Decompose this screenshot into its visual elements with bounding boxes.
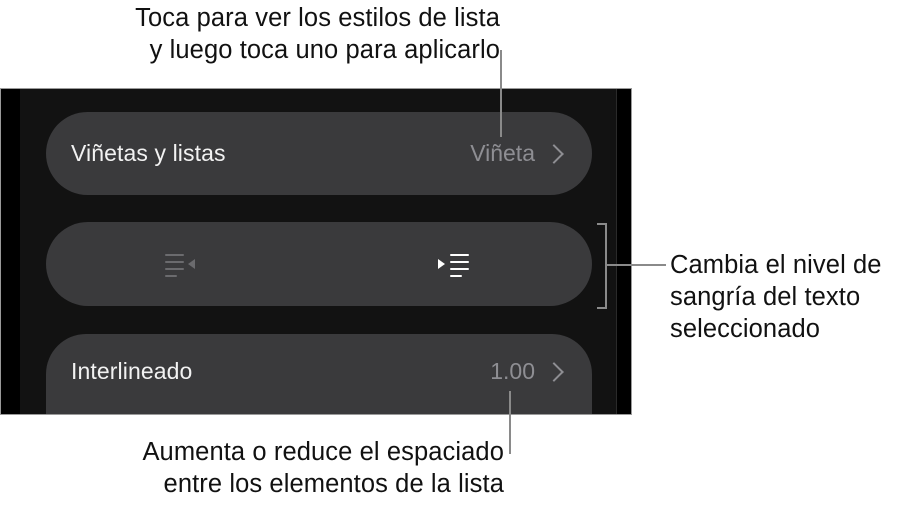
row-label: Interlineado [71,358,193,384]
line-spacing-row[interactable]: Interlineado 1.00 [46,334,592,414]
row-label: Viñetas y listas [71,140,226,166]
increase-indent-button[interactable] [319,222,592,306]
format-panel: Viñetas y listas Viñeta [0,88,632,415]
indent-icon [437,251,474,277]
callout-line: seleccionado [670,315,821,343]
row-value-group: Viñeta [470,140,567,167]
callout-line: Toca para ver los estilos de lista [135,4,500,32]
row-value: 1.00 [490,358,535,384]
decrease-indent-button[interactable] [46,222,319,306]
leader-line-right [607,264,666,266]
callout-line: sangría del texto [670,283,861,311]
callout-line: entre los elementos de la lista [163,470,504,498]
callout-line-spacing: Aumenta o reduce el espaciado entre los … [142,436,504,500]
leader-line-top [500,50,502,137]
callout-list-styles: Toca para ver los estilos de lista y lue… [135,2,500,66]
panel-content: Viñetas y listas Viñeta [20,89,617,414]
row-value: Viñeta [470,140,535,166]
callout-line: y luego toca uno para aplicarlo [149,36,500,64]
callout-indent-level: Cambia el nivel de sangría del texto sel… [670,249,882,345]
leader-line-bottom [509,391,511,454]
callout-line: Cambia el nivel de [670,251,882,279]
row-value-group: 1.00 [490,358,567,385]
bracket-indent-top [597,223,607,225]
indent-controls-row [46,222,592,306]
chevron-right-icon [544,143,564,164]
outdent-icon [164,251,201,277]
callout-line: Aumenta o reduce el espaciado [142,438,504,466]
bracket-indent-bottom [597,307,607,309]
bracket-indent-vertical [605,223,607,309]
bullets-and-lists-row[interactable]: Viñetas y listas Viñeta [46,112,592,195]
chevron-right-icon [544,361,564,382]
